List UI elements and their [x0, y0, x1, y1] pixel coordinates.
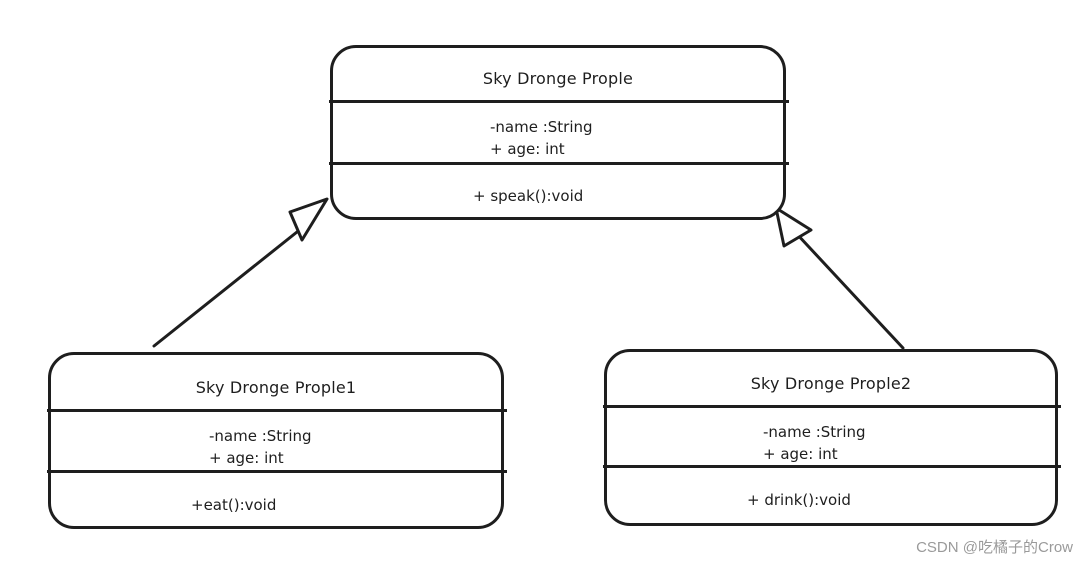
hollow-arrowhead-icon	[774, 206, 813, 248]
attribute-name: -name :String	[209, 427, 312, 445]
class-divider	[329, 100, 789, 103]
arrow-line	[152, 222, 309, 348]
class-name: Sky Dronge Prople	[482, 69, 634, 88]
hollow-arrowhead-icon	[288, 197, 329, 242]
attribute-age: + age: int	[209, 449, 284, 467]
inheritance-arrow-child2-to-parent	[774, 206, 905, 350]
inheritance-arrow-child1-to-parent	[152, 197, 329, 348]
attribute-name: -name :String	[763, 423, 866, 441]
arrow-line	[793, 230, 905, 350]
class-sky-dronge-prople[interactable]: Sky Dronge Prople -name :String + age: i…	[329, 45, 789, 220]
class-name: Sky Dronge Prople1	[195, 378, 357, 397]
watermark: CSDN @吃橘子的Crow	[916, 539, 1073, 556]
class-divider	[603, 405, 1061, 408]
method-speak: + speak():void	[473, 187, 584, 205]
class-divider	[47, 409, 507, 412]
class-sky-dronge-prople2[interactable]: Sky Dronge Prople2 -name :String + age: …	[603, 349, 1061, 526]
class-divider	[329, 162, 789, 165]
class-divider	[47, 470, 507, 473]
method-eat: +eat():void	[191, 496, 277, 514]
attribute-name: -name :String	[490, 118, 593, 136]
attribute-age: + age: int	[490, 140, 565, 158]
attribute-age: + age: int	[763, 445, 838, 463]
class-divider	[603, 465, 1061, 468]
method-drink: + drink():void	[747, 491, 851, 509]
class-name: Sky Dronge Prople2	[750, 374, 912, 393]
class-sky-dronge-prople1[interactable]: Sky Dronge Prople1 -name :String + age: …	[47, 352, 507, 529]
